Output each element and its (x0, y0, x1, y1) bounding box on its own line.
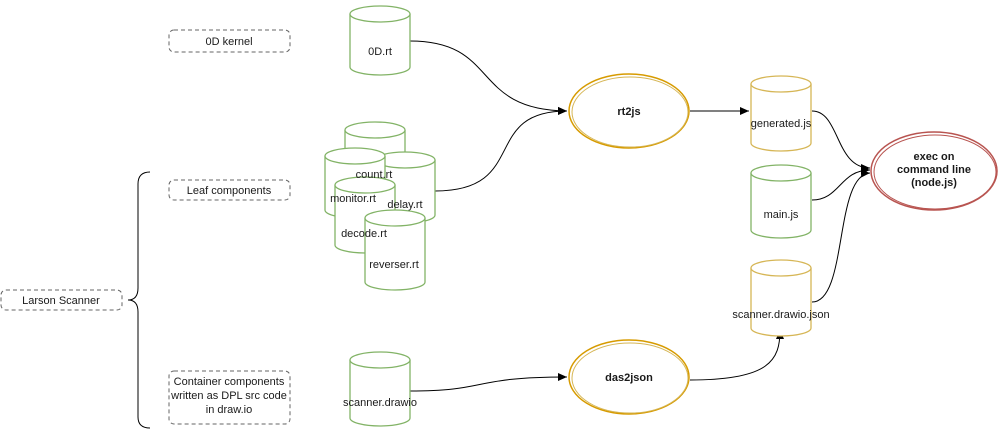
edge-leaf-to-rt2js (434, 107, 568, 192)
edge-drawio-to-das2json (409, 373, 568, 392)
cylinder-scanner-json: scanner.drawio.json (732, 259, 830, 337)
kernel-label: 0D kernel (205, 36, 252, 48)
leaf-cluster-labels: count.rt monitor.rt delay.rt decode.rt r… (330, 169, 423, 271)
edge-generated-to-exec (811, 110, 871, 172)
cylinder-reverser-rt-label: reverser.rt (369, 259, 419, 271)
process-exec: exec on command line (node.js) (870, 131, 998, 211)
container-label-line3: in draw.io (206, 404, 252, 416)
edge-json-to-exec (811, 169, 871, 303)
process-exec-line1: exec on (914, 151, 955, 163)
larson-label: Larson Scanner (22, 295, 100, 307)
cylinder-decode-rt-label: decode.rt (341, 228, 387, 240)
cylinder-delay-rt-label: delay.rt (387, 199, 422, 211)
cylinder-main-js: main.js (750, 164, 812, 239)
cylinder-scanner-drawio-label: scanner.drawio (343, 397, 417, 409)
cylinder-generated-js: generated.js (750, 75, 812, 152)
process-exec-line3: (node.js) (911, 177, 957, 189)
cylinder-scanner-drawio: scanner.drawio (343, 351, 417, 427)
process-rt2js: rt2js (568, 73, 690, 149)
kernel-label-box: 0D kernel (168, 29, 291, 53)
edge-main-to-exec (811, 166, 871, 201)
cylinder-generated-js-label: generated.js (751, 118, 812, 130)
cylinder-count-rt-label: count.rt (356, 169, 393, 181)
edge-odrt-to-rt2js (409, 40, 568, 115)
cylinder-od-rt-label: 0D.rt (368, 46, 392, 58)
edge-das2json-to-json (689, 329, 784, 381)
process-das2json-label: das2json (605, 372, 653, 384)
container-label-line2: written as DPL src code (170, 390, 287, 402)
edges (409, 40, 871, 392)
cylinder-reverser-rt (364, 209, 426, 291)
cylinder-od-rt: 0D.rt (349, 5, 411, 76)
process-exec-line2: command line (897, 164, 971, 176)
larson-brace (127, 171, 151, 429)
cylinder-monitor-rt-label: monitor.rt (330, 193, 376, 205)
larson-label-box: Larson Scanner (0, 289, 123, 311)
leaf-label-box: Leaf components (168, 179, 291, 201)
cylinder-main-js-label: main.js (764, 209, 799, 221)
container-label-line1: Container components (174, 376, 285, 388)
container-label-box: Container components written as DPL src … (168, 370, 291, 425)
process-das2json: das2json (568, 339, 690, 415)
cylinder-scanner-json-label: scanner.drawio.json (732, 309, 829, 321)
process-rt2js-label: rt2js (617, 106, 640, 118)
leaf-label: Leaf components (187, 185, 272, 197)
